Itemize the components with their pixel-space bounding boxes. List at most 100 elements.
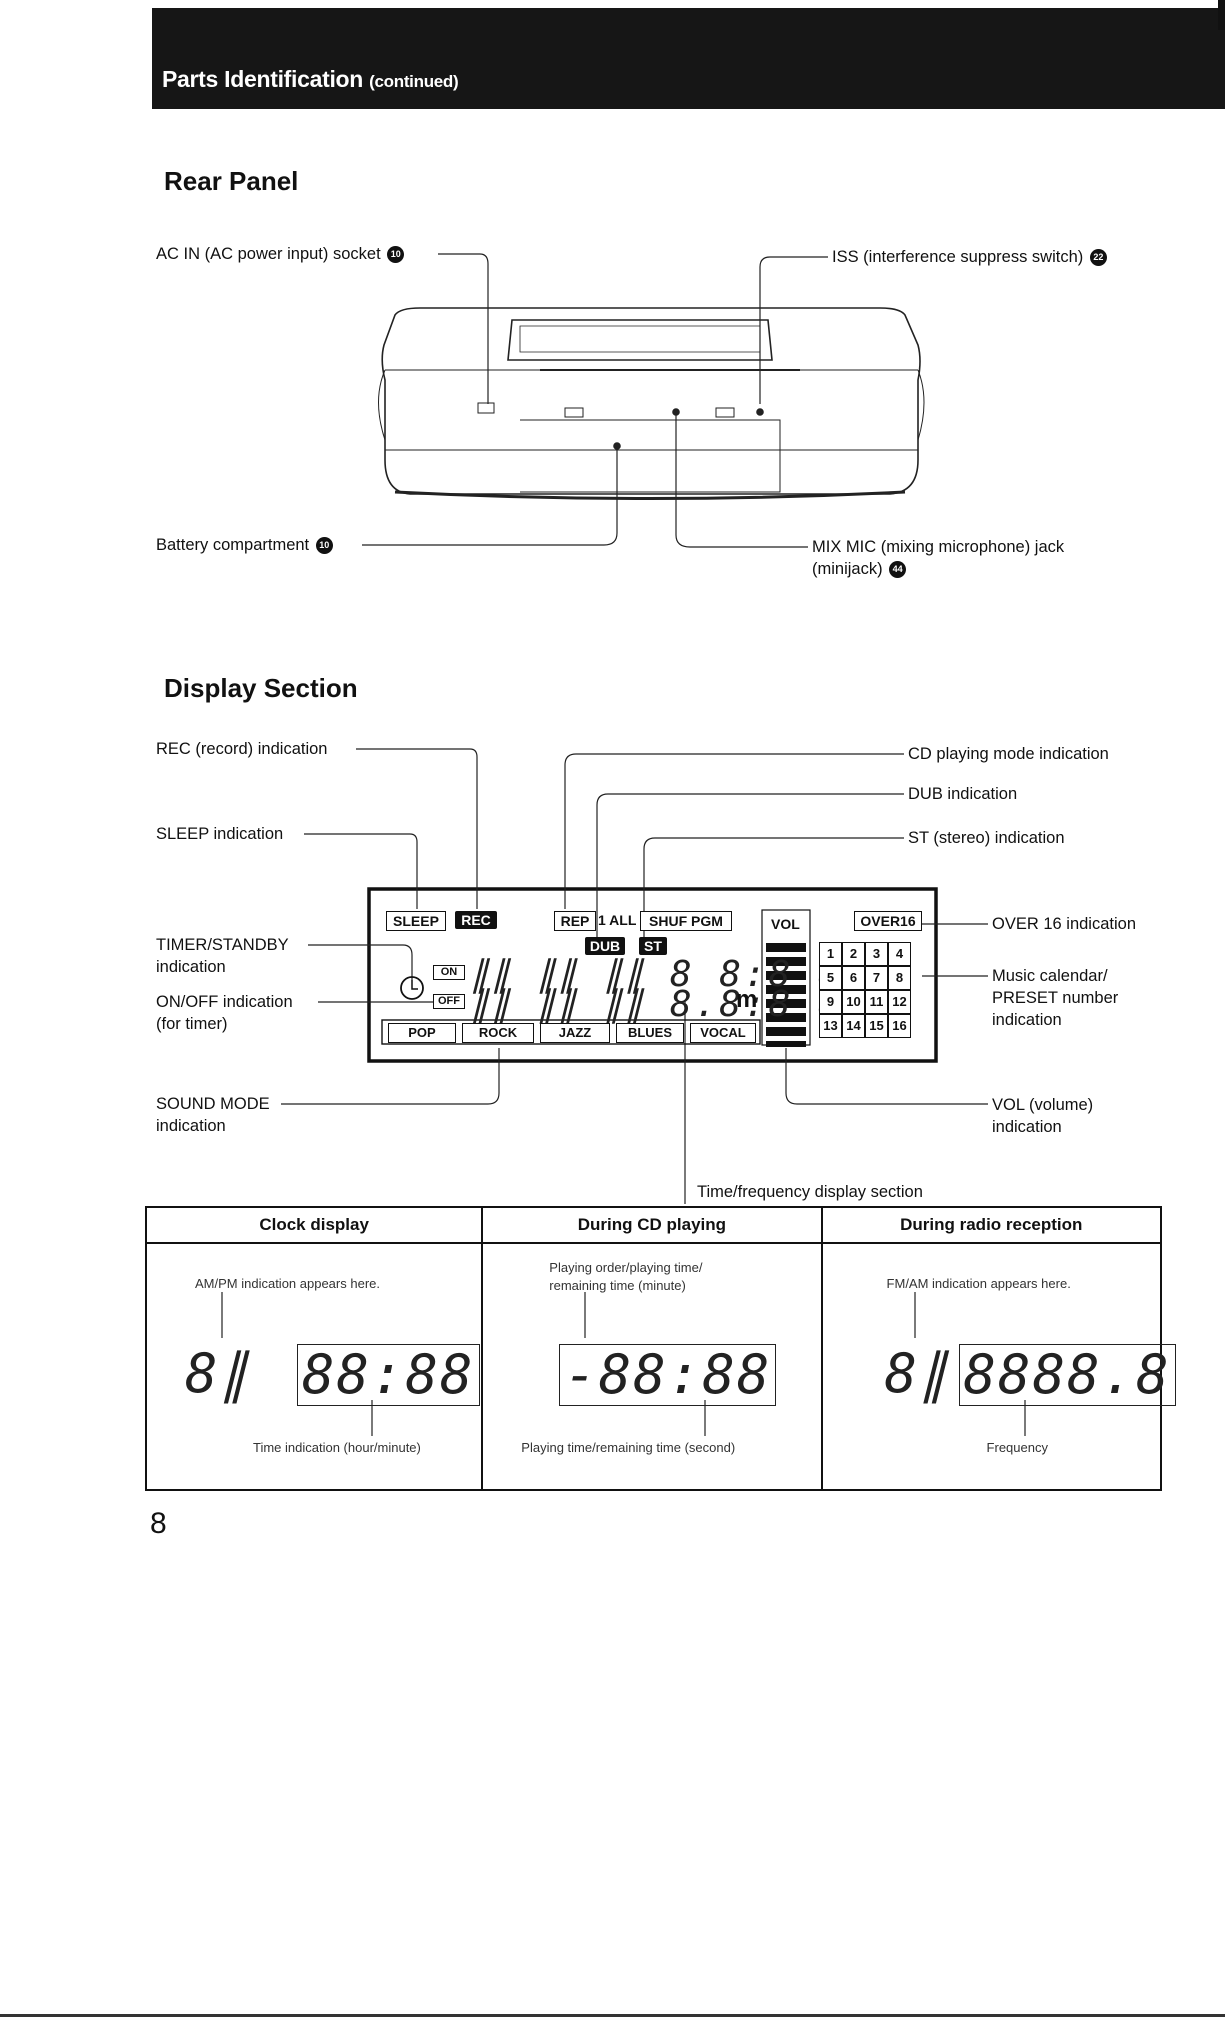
clock-ampm-digits: 8∥ — [185, 1342, 249, 1405]
lcd-1all: 1 ALL — [598, 912, 637, 928]
cd-bottom-note: Playing time/remaining time (second) — [521, 1440, 736, 1455]
sound-mode-callout-2: indication — [156, 1117, 226, 1135]
sleep-callout: SLEEP indication — [156, 825, 284, 843]
mix-mic-callout: MIX MIC (mixing microphone) jack (minija… — [812, 536, 1064, 580]
iss-label: ISS (interference suppress switch) — [832, 248, 1084, 266]
lcd-st: ST — [639, 937, 667, 955]
music-callout-3: indication — [992, 1011, 1062, 1029]
timer-callout-2: indication — [156, 958, 226, 976]
mix-mic-label-2: (minijack) — [812, 560, 883, 578]
lcd-rep: REP — [554, 911, 596, 931]
cal-cell: 1 — [819, 942, 842, 966]
lcd-dub: DUB — [585, 937, 625, 955]
vol-callout-2: indication — [992, 1118, 1062, 1136]
cal-cell: 9 — [819, 990, 842, 1014]
over16-callout: OVER 16 indication — [992, 915, 1136, 933]
timer-callout: TIMER/STANDBY indication — [156, 934, 289, 978]
edge-mark — [1218, 0, 1225, 30]
music-callout-2: PRESET number — [992, 989, 1119, 1007]
cal-cell: 6 — [842, 966, 865, 990]
rec-callout: REC (record) indication — [156, 740, 328, 758]
radio-band-digits: 8∥ — [884, 1342, 949, 1405]
lcd-rec: REC — [455, 911, 497, 929]
clock-icon — [400, 976, 424, 1000]
radio-display-cell: FM/AM indication appears here. 8∥ 8888.8… — [820, 1242, 1176, 1491]
cal-cell: 2 — [842, 942, 865, 966]
lcd-sound-rock: ROCK — [462, 1023, 534, 1043]
lcd-over16: OVER16 — [854, 911, 922, 931]
lcd-sound-jazz: JAZZ — [540, 1023, 610, 1043]
cd-mode-callout: CD playing mode indication — [908, 745, 1109, 763]
lcd-sound-pop: POP — [388, 1023, 456, 1043]
cd-time-digits: -88:88 — [559, 1344, 777, 1406]
iss-callout: ISS (interference suppress switch) 22 — [832, 246, 1107, 268]
battery-callout: Battery compartment 10 — [156, 534, 333, 556]
lcd-shuf-pgm: SHUF PGM — [640, 911, 732, 931]
cal-cell: 3 — [865, 942, 888, 966]
music-calendar-callout: Music calendar/ PRESET number indication — [992, 965, 1118, 1031]
col-radio-header: During radio reception — [820, 1206, 1163, 1244]
ac-in-label: AC IN (AC power input) socket — [156, 245, 381, 263]
cd-top-note-2: remaining time (minute) — [549, 1278, 686, 1293]
display-section-title: Display Section — [164, 673, 358, 703]
lcd-vol: VOL — [771, 916, 800, 932]
cd-top-note-1: Playing order/playing time/ — [549, 1260, 703, 1275]
lcd-sleep: SLEEP — [386, 911, 446, 931]
mix-mic-label-1: MIX MIC (mixing microphone) jack — [812, 538, 1065, 556]
header-title-sub: (continued) — [369, 72, 459, 91]
cal-cell: 10 — [842, 990, 865, 1014]
col-cd-header: During CD playing — [481, 1206, 823, 1244]
cal-cell: 12 — [888, 990, 911, 1014]
cal-cell: 7 — [865, 966, 888, 990]
time-frequency-callout: Time/frequency display section — [697, 1183, 923, 1201]
cal-cell: 14 — [842, 1014, 865, 1038]
bottom-edge-line — [0, 2014, 1225, 2017]
onoff-callout-2: (for timer) — [156, 1015, 228, 1033]
cal-cell: 4 — [888, 942, 911, 966]
cal-cell: 13 — [819, 1014, 842, 1038]
page-number: 8 — [150, 1507, 167, 1540]
header-title-main: Parts Identification — [162, 66, 364, 92]
lcd-digits-top: ∥∥ ∥∥ ∥∥ 8 8:8 8 — [470, 954, 843, 995]
music-callout-1: Music calendar/ — [992, 967, 1108, 985]
lcd-off: OFF — [433, 994, 465, 1009]
mix-mic-ref: 44 — [889, 561, 907, 579]
radio-frequency-digits: 8888.8 — [958, 1344, 1176, 1406]
header-bar — [152, 8, 1225, 109]
st-callout: ST (stereo) indication — [908, 829, 1065, 847]
vol-callout-1: VOL (volume) — [992, 1096, 1094, 1114]
header-title: Parts Identification (continued) — [162, 66, 459, 93]
cd-display-cell: Playing order/playing time/ remaining ti… — [481, 1242, 823, 1491]
table-pointers — [221, 1292, 1026, 1436]
lcd-sound-blues: BLUES — [616, 1023, 684, 1043]
lcd-unit-m: m — [736, 986, 758, 1013]
clock-bottom-note: Time indication (hour/minute) — [253, 1440, 421, 1455]
display-leaders — [281, 748, 988, 1204]
iss-ref: 22 — [1089, 249, 1107, 267]
lcd-on: ON — [433, 965, 465, 980]
sound-mode-callout-1: SOUND MODE — [156, 1095, 270, 1113]
battery-ref: 10 — [315, 537, 333, 555]
sound-mode-callout: SOUND MODE indication — [156, 1093, 270, 1137]
dub-callout: DUB indication — [908, 785, 1018, 803]
ac-in-callout: AC IN (AC power input) socket 10 — [156, 243, 405, 265]
rear-panel-drawing — [362, 253, 925, 548]
cal-cell: 16 — [888, 1014, 911, 1038]
clock-time-digits: 88:88 — [297, 1344, 480, 1406]
cal-cell: 15 — [865, 1014, 888, 1038]
lcd-sound-vocal: VOCAL — [690, 1023, 756, 1043]
battery-label: Battery compartment — [156, 536, 310, 554]
volume-bars — [766, 943, 806, 1047]
rear-panel-title: Rear Panel — [164, 166, 299, 196]
onoff-callout-1: ON/OFF indication — [156, 993, 293, 1011]
display-modes-table: Clock display During CD playing During r… — [144, 1206, 1176, 1491]
clock-display-cell: AM/PM indication appears here. 8∥ 88:88 … — [144, 1242, 484, 1491]
clock-top-note: AM/PM indication appears here. — [195, 1276, 380, 1291]
cal-cell: 8 — [888, 966, 911, 990]
col-clock-header: Clock display — [144, 1206, 484, 1244]
vol-callout: VOL (volume) indication — [992, 1094, 1093, 1138]
radio-bottom-note: Frequency — [986, 1440, 1048, 1455]
cal-cell: 11 — [865, 990, 888, 1014]
cal-cell: 5 — [819, 966, 842, 990]
lcd-digits-bottom: ∥∥ ∥∥ ∥∥ 8.8:8 8 — [470, 984, 843, 1025]
